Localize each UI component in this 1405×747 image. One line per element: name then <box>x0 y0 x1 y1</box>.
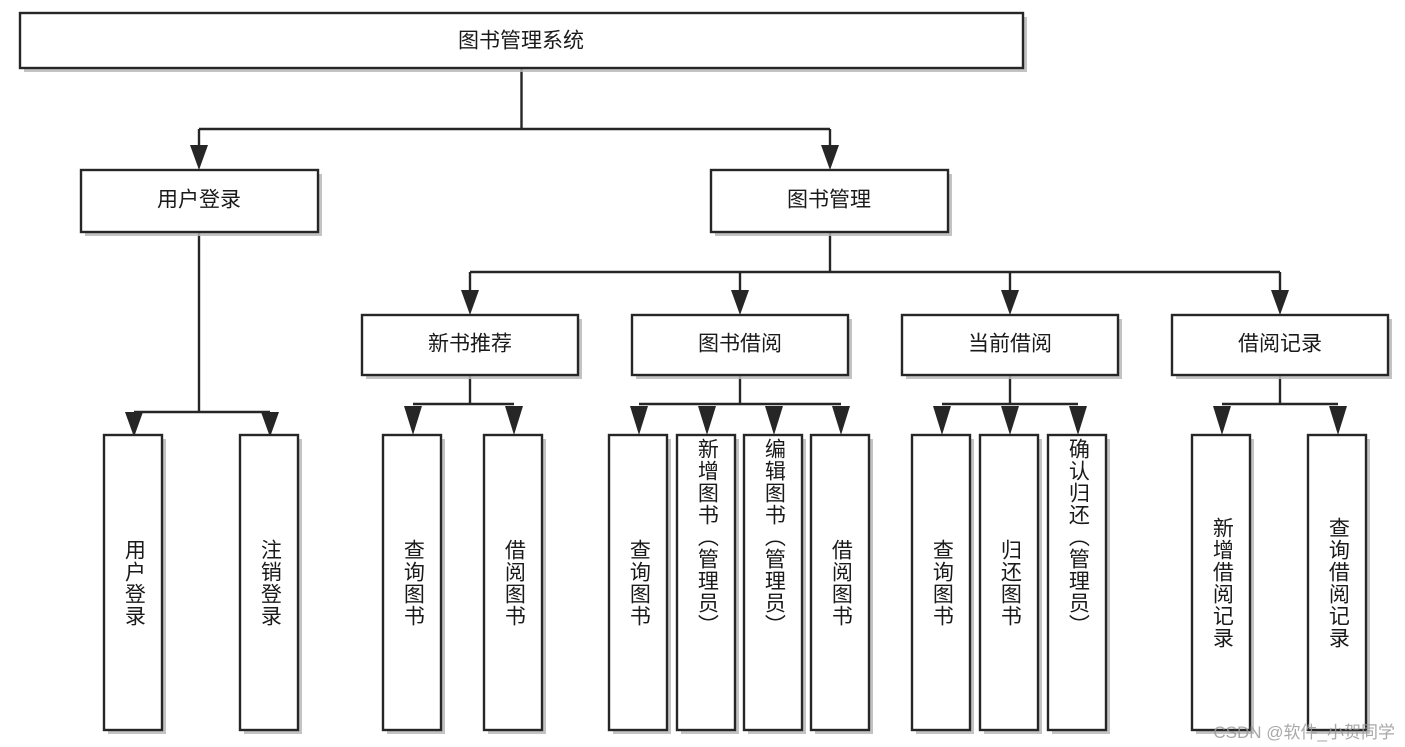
node-book-management[interactable]: 图书管理 <box>709 168 952 236</box>
node-current-borrow-label: 当前借阅 <box>968 333 1052 356</box>
leaf-current-borrow-1[interactable] <box>978 433 1042 734</box>
node-new-book-recommend-label: 新书推荐 <box>428 333 512 356</box>
leaf-book-borrow-3[interactable] <box>809 433 873 734</box>
leaf-book-borrow-2[interactable] <box>742 433 806 734</box>
connector-root-to-level2 <box>190 68 839 170</box>
node-root[interactable]: 图书管理系统 <box>18 11 1027 72</box>
connector-bookmgmt-to-level3 <box>461 232 1289 315</box>
connector-borrowrecord-to-leaves <box>1213 375 1347 435</box>
leaf-borrow-record-1[interactable] <box>1306 433 1370 734</box>
leaf-new-book-recommend-1[interactable] <box>482 433 546 734</box>
leaf-user-login-1[interactable] <box>238 433 302 734</box>
node-book-borrow-label: 图书借阅 <box>698 333 782 356</box>
connector-currentborrow-to-leaves <box>933 375 1087 435</box>
connector-bookborrow-to-leaves <box>630 375 850 435</box>
node-book-borrow[interactable]: 图书借阅 <box>630 313 852 379</box>
leaf-new-book-recommend-0[interactable] <box>381 433 445 734</box>
node-book-management-label: 图书管理 <box>787 189 871 212</box>
node-user-login-label: 用户登录 <box>157 189 241 212</box>
leaf-current-borrow-2[interactable] <box>1046 433 1110 734</box>
connector-userlogin-to-leaves <box>125 232 279 437</box>
leaf-book-borrow-0[interactable] <box>607 433 671 734</box>
node-borrow-record[interactable]: 借阅记录 <box>1170 313 1392 379</box>
node-current-borrow[interactable]: 当前借阅 <box>900 313 1122 379</box>
connector-newbook-to-leaves <box>404 375 523 435</box>
leaf-current-borrow-0[interactable] <box>910 433 974 734</box>
leaf-user-login-0[interactable] <box>102 433 166 734</box>
leaf-borrow-record-0[interactable] <box>1190 433 1254 734</box>
node-root-label: 图书管理系统 <box>458 30 584 53</box>
node-user-login[interactable]: 用户登录 <box>79 168 322 236</box>
node-new-book-recommend[interactable]: 新书推荐 <box>360 313 582 379</box>
node-borrow-record-label: 借阅记录 <box>1238 333 1322 356</box>
leaf-book-borrow-1[interactable] <box>675 433 739 734</box>
